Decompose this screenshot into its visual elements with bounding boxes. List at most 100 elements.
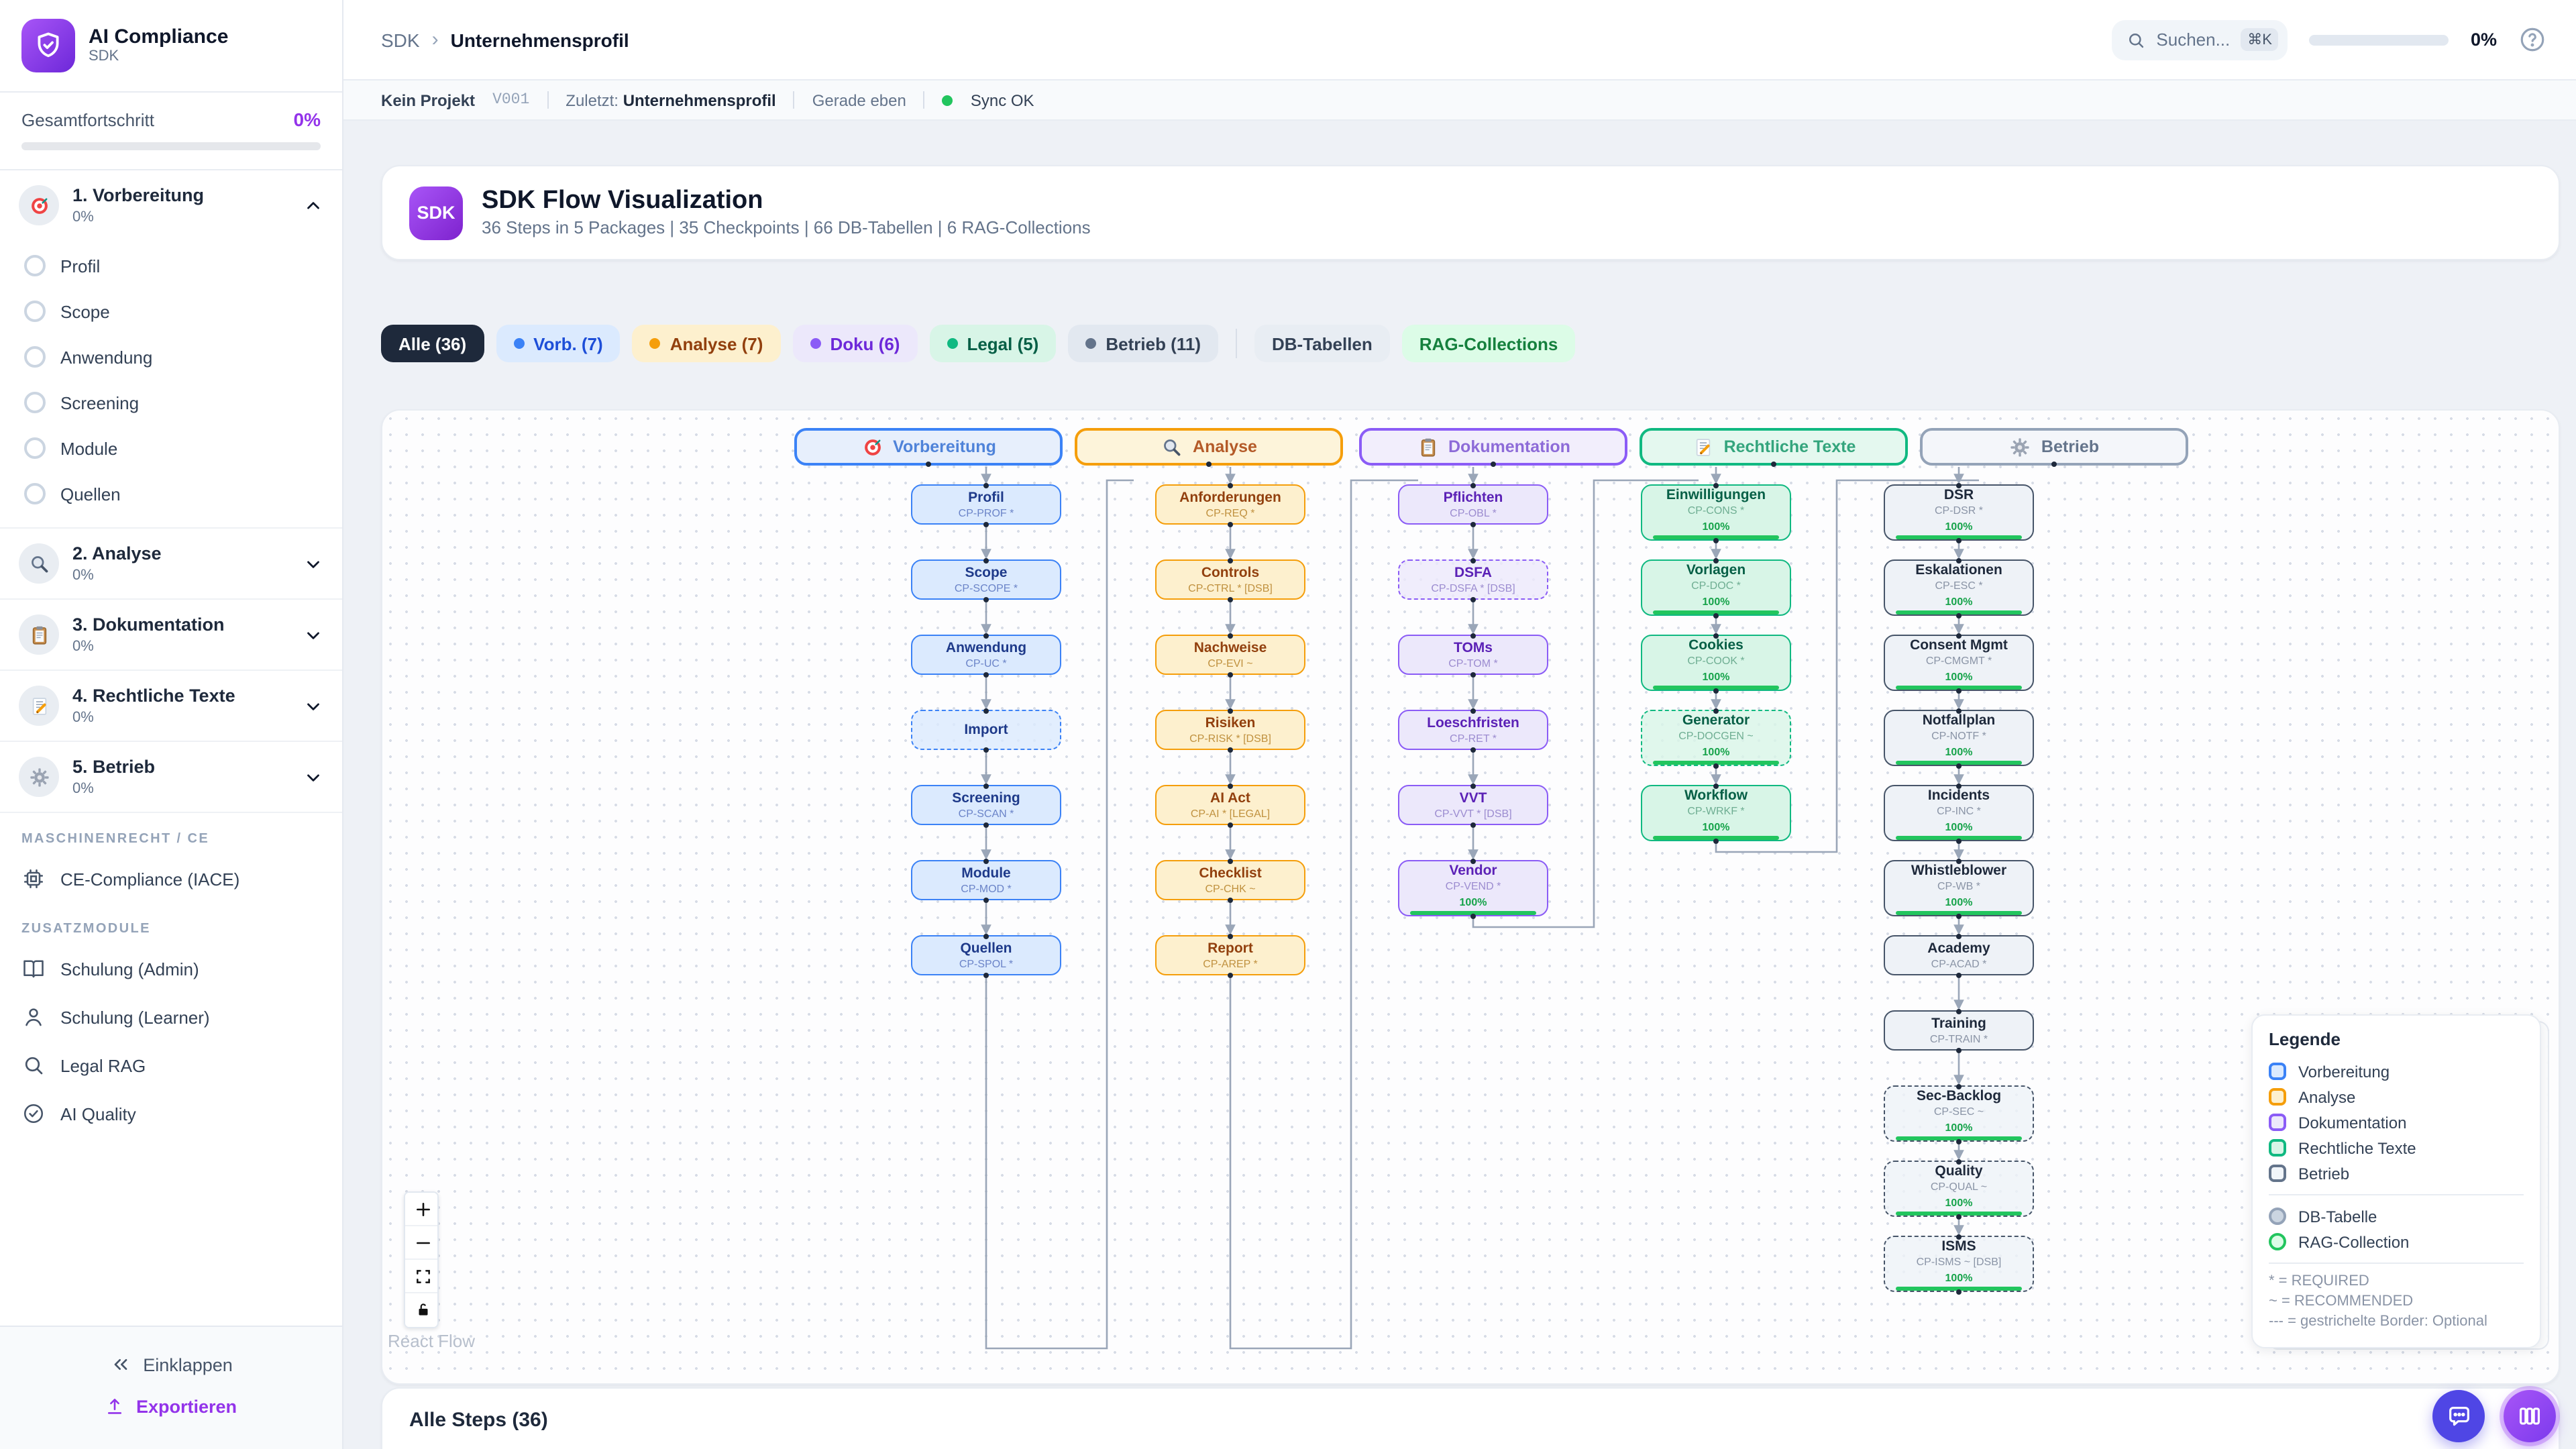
node-code: CP-UC * (965, 657, 1007, 669)
app-subtitle: SDK (89, 48, 119, 64)
node-code: CP-EVI ~ (1208, 657, 1253, 669)
sidebar-item-screening[interactable]: Screening (0, 380, 342, 425)
filter-rag-collections[interactable]: RAG-Collections (1401, 325, 1576, 362)
sidebar-item-schulung-admin-[interactable]: Schulung (Admin) (0, 945, 342, 993)
node-code: CP-SPOL * (959, 957, 1014, 969)
filter-db-tabellen[interactable]: DB-Tabellen (1254, 325, 1390, 362)
breadcrumb-root[interactable]: SDK (381, 29, 420, 50)
search-input[interactable]: Suchen... ⌘K (2112, 19, 2288, 60)
sidebar-item-ai-quality[interactable]: AI Quality (0, 1089, 342, 1138)
sidebar-item-legal-rag[interactable]: Legal RAG (0, 1041, 342, 1089)
export-button[interactable]: Exportieren (0, 1386, 342, 1428)
sidebar-item-schulung-learner-[interactable]: Schulung (Learner) (0, 993, 342, 1041)
node-progress-bar (1653, 685, 1779, 689)
flow-group-betrieb[interactable]: Betrieb (1920, 428, 2188, 466)
zoom-out-button[interactable] (405, 1226, 437, 1260)
sidebar-item-ce-compliance-iace-[interactable]: CE-Compliance (IACE) (0, 855, 342, 903)
sync-status: Sync OK (970, 91, 1034, 109)
header-progress-value: 0% (2470, 30, 2497, 50)
sidebar-item-profil[interactable]: Profil (0, 243, 342, 288)
filter-analyse-7-[interactable]: Analyse (7) (632, 325, 781, 362)
unlock-button[interactable] (405, 1293, 437, 1327)
node-progress-bar (1896, 1211, 2022, 1215)
node-progress-value: 100% (1459, 896, 1487, 908)
sidebar-item-quellen[interactable]: Quellen (0, 471, 342, 517)
flow-group-dokumentation[interactable]: Dokumentation (1359, 428, 1627, 466)
filter-doku-6-[interactable]: Doku (6) (792, 325, 918, 362)
chat-button[interactable] (2432, 1390, 2485, 1442)
module-label: Legal RAG (60, 1055, 146, 1075)
columns-panel-button[interactable] (2504, 1390, 2556, 1442)
last-label: Zuletzt: (566, 91, 619, 109)
node-title: Generator (1682, 712, 1750, 728)
node-code: CP-ACAD * (1931, 957, 1987, 969)
fit-view-button[interactable] (405, 1260, 437, 1293)
search-shortcut-badge: ⌘K (2241, 28, 2279, 51)
flow-group-vorbereitung[interactable]: Vorbereitung (794, 428, 1063, 466)
memo-icon (19, 686, 59, 726)
collapse-sidebar-button[interactable]: Einklappen (0, 1343, 342, 1386)
sidebar-item-anwendung[interactable]: Anwendung (0, 334, 342, 380)
flow-group-analyse[interactable]: Analyse (1075, 428, 1343, 466)
filter-alle-36-[interactable]: Alle (36) (381, 325, 484, 362)
filter-legal-5-[interactable]: Legal (5) (929, 325, 1057, 362)
section-progress: 0% (72, 781, 94, 797)
filter-betrieb-11-[interactable]: Betrieb (11) (1068, 325, 1218, 362)
node-code: CP-TRAIN * (1929, 1032, 1988, 1044)
flow-group-rechtliche-texte[interactable]: Rechtliche Texte (1640, 428, 1908, 466)
legend-item: Dokumentation (2269, 1110, 2524, 1135)
node-progress-value: 100% (1945, 520, 1973, 532)
filter-vorb-7-[interactable]: Vorb. (7) (496, 325, 621, 362)
last-sync-time: Gerade eben (812, 91, 906, 109)
help-button[interactable] (2518, 25, 2546, 54)
flow-node-import[interactable]: Import (911, 708, 1061, 752)
sidebar-item-module[interactable]: Module (0, 425, 342, 471)
filter-label: DB-Tabellen (1272, 333, 1373, 354)
sidebar-item-scope[interactable]: Scope (0, 288, 342, 334)
zoom-in-button[interactable] (405, 1193, 437, 1226)
node-code: CP-VVT * [DSB] (1434, 807, 1512, 819)
